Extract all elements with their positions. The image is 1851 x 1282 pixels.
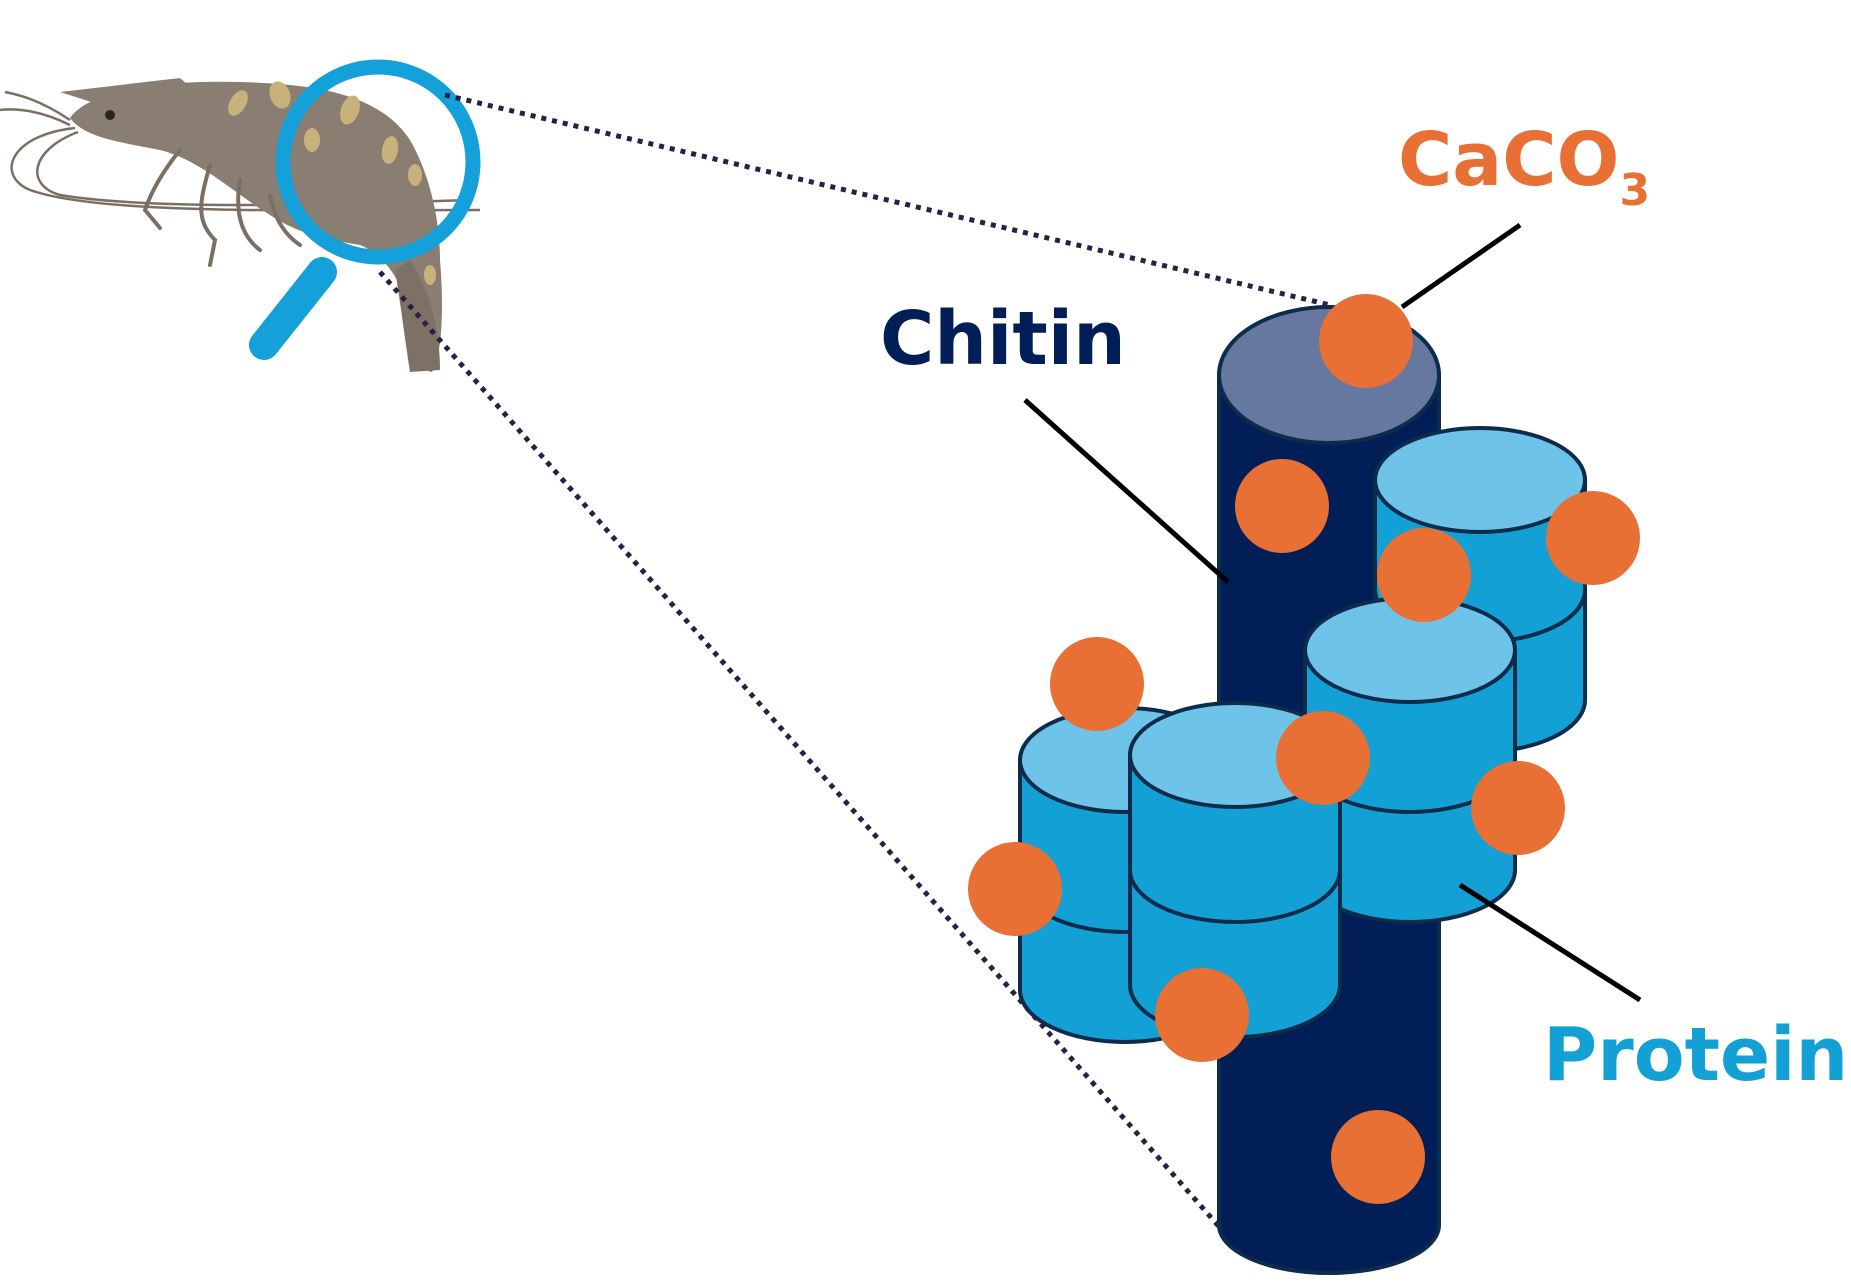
caco3-particle: [1331, 1110, 1425, 1204]
caco3-particle: [1155, 968, 1249, 1062]
chitin-leader-line: [1023, 398, 1230, 584]
caco3-particle: [1050, 637, 1144, 731]
leader-lines: [1023, 222, 1642, 1003]
caco3-particle: [968, 842, 1062, 936]
caco3-label: CaCO3: [1398, 117, 1650, 216]
zoom-lines: [378, 92, 1331, 1232]
zoom-line-bottom: [378, 270, 1224, 1232]
zoom-line-top: [444, 92, 1331, 308]
caco3-particle: [1377, 528, 1471, 622]
caco3-label-main: CaCO: [1398, 117, 1619, 203]
caco3-particle: [1235, 459, 1329, 553]
caco3-particles: [968, 294, 1640, 1204]
protein-label: Protein: [1543, 1012, 1848, 1098]
chitin-label: Chitin: [880, 296, 1126, 382]
caco3-particle: [1319, 294, 1413, 388]
shrimp-icon: [0, 78, 481, 373]
caco3-label-subscript: 3: [1619, 165, 1650, 216]
caco3-particle: [1471, 761, 1565, 855]
caco3-leader-line: [1400, 222, 1522, 310]
caco3-particle: [1546, 491, 1640, 585]
caco3-particle: [1276, 711, 1370, 805]
protein-leader-line: [1458, 882, 1642, 1003]
magnifying-glass-icon: [249, 59, 481, 360]
